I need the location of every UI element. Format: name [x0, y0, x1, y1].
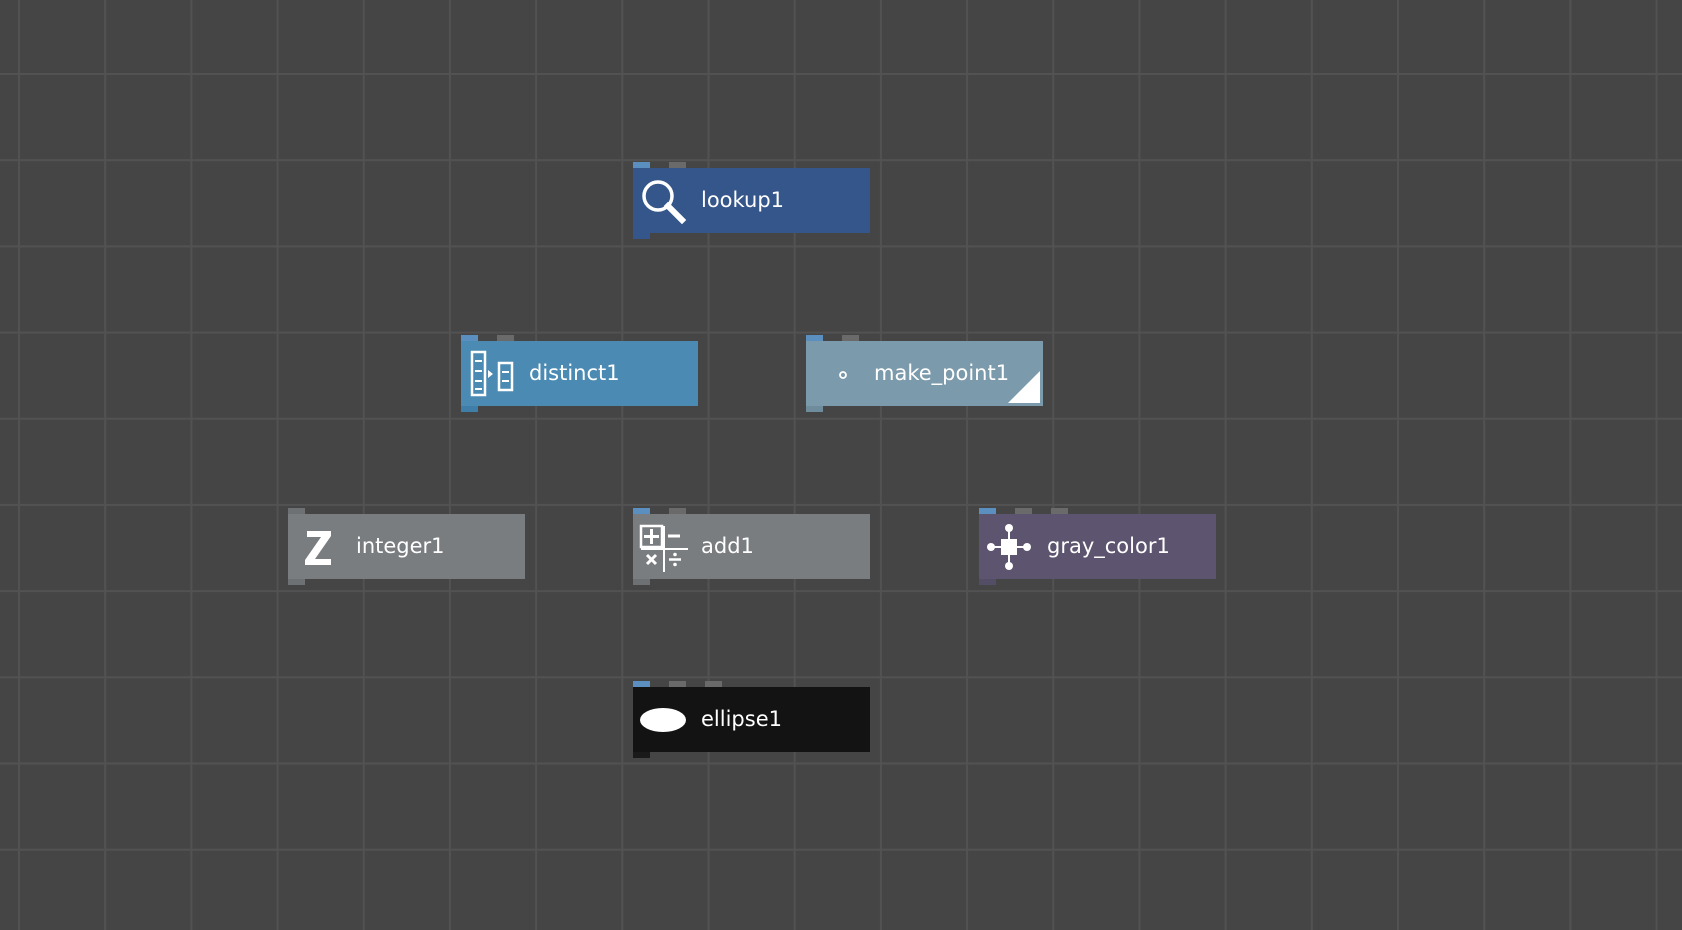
input-port[interactable]	[633, 681, 650, 687]
node-label: distinct1	[529, 361, 620, 385]
node-label: lookup1	[701, 188, 785, 212]
node-make-point1[interactable]: make_point1	[806, 335, 1043, 412]
rendered-flag-icon[interactable]	[1008, 371, 1040, 403]
node-distinct1[interactable]: distinct1	[461, 335, 698, 412]
input-port[interactable]	[669, 681, 686, 687]
node-ellipse1[interactable]: ellipse1	[633, 681, 870, 758]
node-lookup1[interactable]: lookup1	[633, 162, 870, 239]
ellipse-icon	[638, 695, 688, 745]
node-integer1[interactable]: integer1	[288, 508, 525, 585]
input-port[interactable]	[669, 162, 686, 168]
input-port[interactable]	[842, 335, 859, 341]
node-body[interactable]	[461, 341, 698, 406]
input-port[interactable]	[633, 508, 650, 514]
node-gray-color1[interactable]: gray_color1	[979, 508, 1216, 585]
node-add1[interactable]: add1	[633, 508, 870, 585]
input-port[interactable]	[1051, 508, 1068, 514]
node-label: integer1	[356, 534, 445, 558]
input-port[interactable]	[806, 335, 823, 341]
magnifier-icon	[638, 176, 688, 226]
input-port[interactable]	[461, 335, 478, 341]
input-port[interactable]	[669, 508, 686, 514]
integer-z-icon	[293, 522, 343, 572]
node-label: ellipse1	[701, 707, 782, 731]
point-icon	[811, 349, 861, 399]
distinct-list-icon	[466, 349, 516, 399]
input-port[interactable]	[1015, 508, 1032, 514]
node-body[interactable]	[288, 514, 525, 579]
node-body[interactable]	[633, 514, 870, 579]
node-label: add1	[701, 534, 754, 558]
color-node-icon	[984, 522, 1034, 572]
input-port[interactable]	[497, 335, 514, 341]
input-port[interactable]	[979, 508, 996, 514]
node-label: make_point1	[874, 361, 1010, 385]
input-port[interactable]	[705, 681, 722, 687]
math-operators-icon	[638, 522, 688, 572]
node-label: gray_color1	[1047, 534, 1170, 558]
input-port[interactable]	[633, 162, 650, 168]
